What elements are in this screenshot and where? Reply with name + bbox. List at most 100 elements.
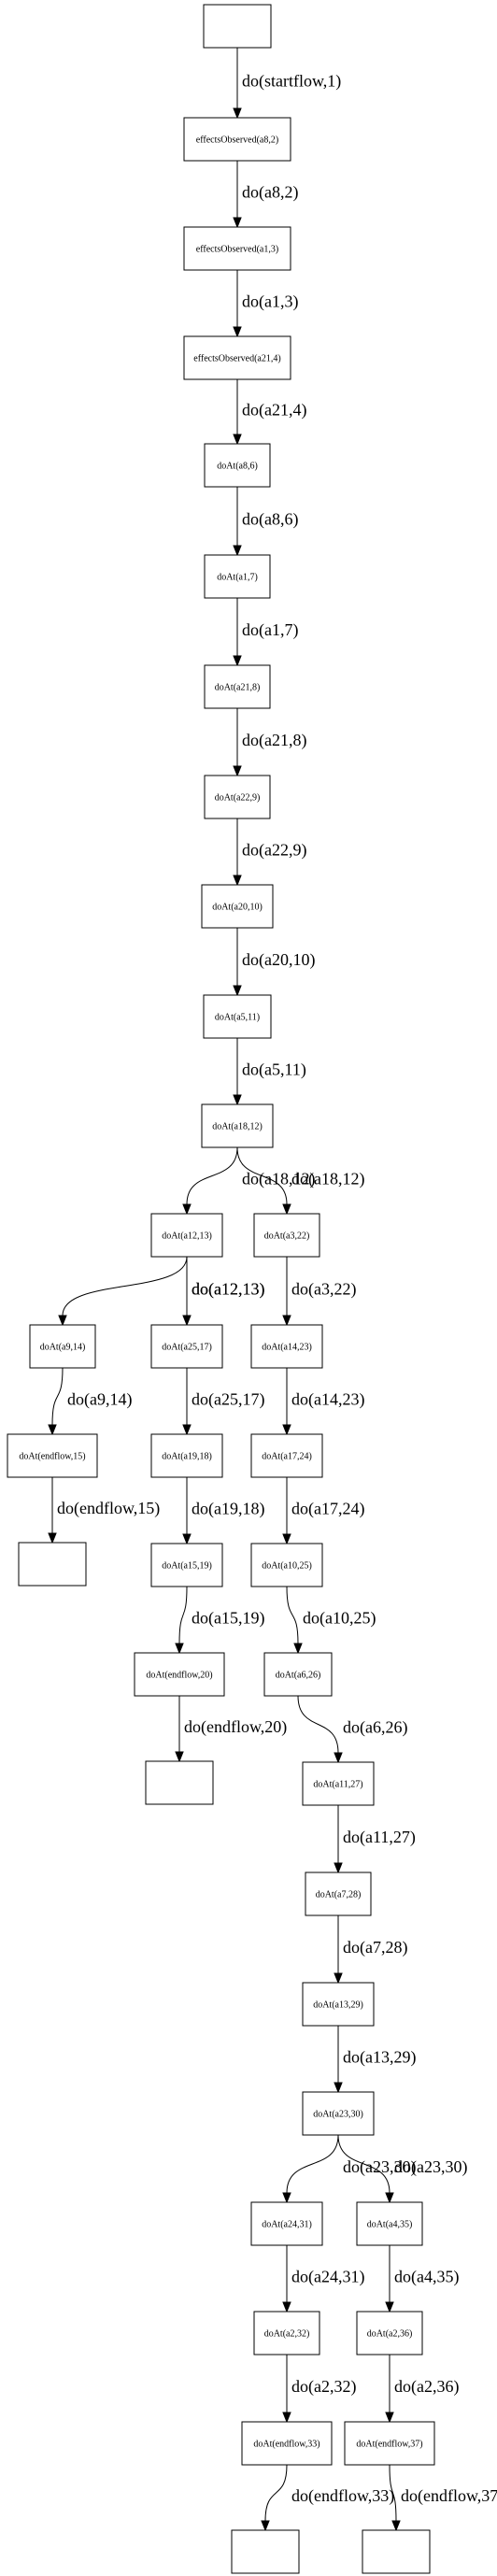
state-node: doAt(a22,9) xyxy=(204,775,271,819)
arrowhead xyxy=(334,2082,343,2094)
node-box xyxy=(241,2421,333,2466)
state-node: doAt(a13,29) xyxy=(302,1982,375,2027)
node-label: doAt(a23,30) xyxy=(313,2110,363,2120)
transition-edge: do(a22,9) xyxy=(233,818,306,887)
node-box xyxy=(250,2201,323,2246)
node-label: doAt(a15,19) xyxy=(162,1561,212,1572)
transition-edge: do(a23,30) xyxy=(337,2134,467,2204)
node-label: effectsObserved(a8,2) xyxy=(196,135,278,146)
state-node: doAt(endflow,20) xyxy=(134,1652,225,1697)
node-label: doAt(a4,35) xyxy=(367,2220,413,2230)
state-node: doAt(a2,32) xyxy=(253,2311,320,2355)
transition-edge: do(a18,12) xyxy=(182,1146,315,1216)
edge-label: do(a23,30) xyxy=(343,2157,416,2177)
transition-edge: do(a10,25) xyxy=(286,1586,376,1655)
arrowhead xyxy=(233,217,242,229)
terminal-node xyxy=(231,2529,300,2574)
edge-label: do(endflow,20) xyxy=(184,1717,287,1737)
state-node: doAt(a12,13) xyxy=(150,1213,223,1258)
state-node: doAt(a15,19) xyxy=(150,1543,223,1587)
node-box xyxy=(150,1213,223,1258)
node-label: doAt(a2,32) xyxy=(264,2329,310,2340)
arrowhead xyxy=(261,2520,270,2532)
node-label: doAt(a25,17) xyxy=(162,1343,212,1353)
node-box xyxy=(201,1103,274,1148)
state-node: doAt(endflow,33) xyxy=(241,2421,333,2466)
transition-edge: do(a9,14) xyxy=(48,1367,132,1436)
edge-label: do(a8,2) xyxy=(242,183,298,203)
node-label: doAt(a19,18) xyxy=(162,1452,212,1462)
state-node: doAt(a11,27) xyxy=(302,1761,375,1806)
node-label: doAt(endflow,20) xyxy=(146,1671,212,1681)
edge-label: do(a19,18) xyxy=(192,1500,264,1519)
edge-label: do(a25,17) xyxy=(192,1390,264,1410)
terminal-node xyxy=(362,2529,431,2574)
edge-label: do(a9,14) xyxy=(67,1390,132,1410)
node-box xyxy=(250,1324,323,1369)
edge-line xyxy=(337,2134,390,2194)
edge-line xyxy=(264,2464,288,2522)
arrowhead xyxy=(58,1315,67,1327)
arrowhead xyxy=(48,1424,57,1436)
edge-line xyxy=(62,1256,188,1316)
edge-label: do(a24,31) xyxy=(291,2268,364,2287)
arrowhead xyxy=(175,1751,184,1763)
edge-label: do(a4,35) xyxy=(394,2268,459,2287)
transition-edge: do(endflow,20) xyxy=(175,1696,287,1763)
transition-edge: do(endflow,15) xyxy=(48,1477,160,1544)
node-label: effectsObserved(a1,3) xyxy=(196,245,278,255)
edge-label: do(a14,23) xyxy=(291,1390,364,1410)
edge-label: do(endflow,33) xyxy=(291,2486,394,2506)
edge-label: do(a12,13) xyxy=(192,1280,264,1300)
state-node: doAt(a3,22) xyxy=(253,1213,320,1258)
node-label: doAt(a20,10) xyxy=(212,903,263,913)
arrowhead xyxy=(182,1533,192,1545)
arrowhead xyxy=(391,2520,401,2532)
arrowhead xyxy=(385,2192,394,2204)
edge-label: do(a23,30) xyxy=(394,2157,467,2177)
node-box xyxy=(305,1872,372,1916)
node-box xyxy=(302,1982,375,2027)
transition-edge: do(a25,17) xyxy=(182,1368,264,1436)
edge-label: do(a8,6) xyxy=(242,510,298,530)
edge-label: do(a5,11) xyxy=(242,1060,306,1080)
node-label: doAt(endflow,33) xyxy=(253,2440,320,2450)
arrowhead xyxy=(282,2412,291,2424)
state-node: doAt(a2,36) xyxy=(356,2311,423,2355)
node-box xyxy=(344,2421,435,2466)
node-box xyxy=(201,884,274,929)
edge-label: do(a2,32) xyxy=(291,2377,356,2397)
edges-layer: do(startflow,1)do(a8,2)do(a1,3)do(a21,4)… xyxy=(48,48,497,2532)
transition-edge: do(a8,2) xyxy=(233,161,298,229)
arrowhead xyxy=(282,2301,291,2313)
edge-label: do(a18,12) xyxy=(291,1170,364,1189)
node-box xyxy=(302,2091,375,2136)
transition-edge: do(a18,12) xyxy=(236,1146,364,1216)
state-node: doAt(a20,10) xyxy=(201,884,274,929)
nodes-layer: effectsObserved(a8,2) effectsObserved(a1,… xyxy=(7,4,435,2574)
edge-label: do(a22,9) xyxy=(242,841,306,861)
edge-label: do(startflow,1) xyxy=(242,72,341,92)
edge-label: do(endflow,15) xyxy=(57,1499,160,1518)
edge-line xyxy=(286,2134,339,2194)
node-label: doAt(a9,14) xyxy=(40,1343,86,1353)
transition-edge: do(endflow,37) xyxy=(389,2464,497,2532)
node-box xyxy=(7,1433,98,1478)
state-node: doAt(a25,17) xyxy=(150,1324,223,1369)
node-box xyxy=(145,1760,214,1805)
state-node: effectsObserved(a21,4) xyxy=(183,335,291,380)
arrowhead xyxy=(282,1533,291,1545)
arrowhead xyxy=(233,875,242,887)
node-label: doAt(a24,31) xyxy=(262,2220,312,2230)
arrowhead xyxy=(282,1315,291,1327)
node-box xyxy=(134,1652,225,1697)
state-node: effectsObserved(a8,2) xyxy=(183,117,291,162)
arrowhead xyxy=(385,2412,394,2424)
edge-line xyxy=(178,1586,188,1644)
arrowhead xyxy=(334,1752,343,1764)
node-box xyxy=(150,1324,223,1369)
edge-label: do(a7,28) xyxy=(343,1938,407,1957)
state-node: doAt(a1,7) xyxy=(204,554,271,599)
node-box xyxy=(204,664,271,709)
